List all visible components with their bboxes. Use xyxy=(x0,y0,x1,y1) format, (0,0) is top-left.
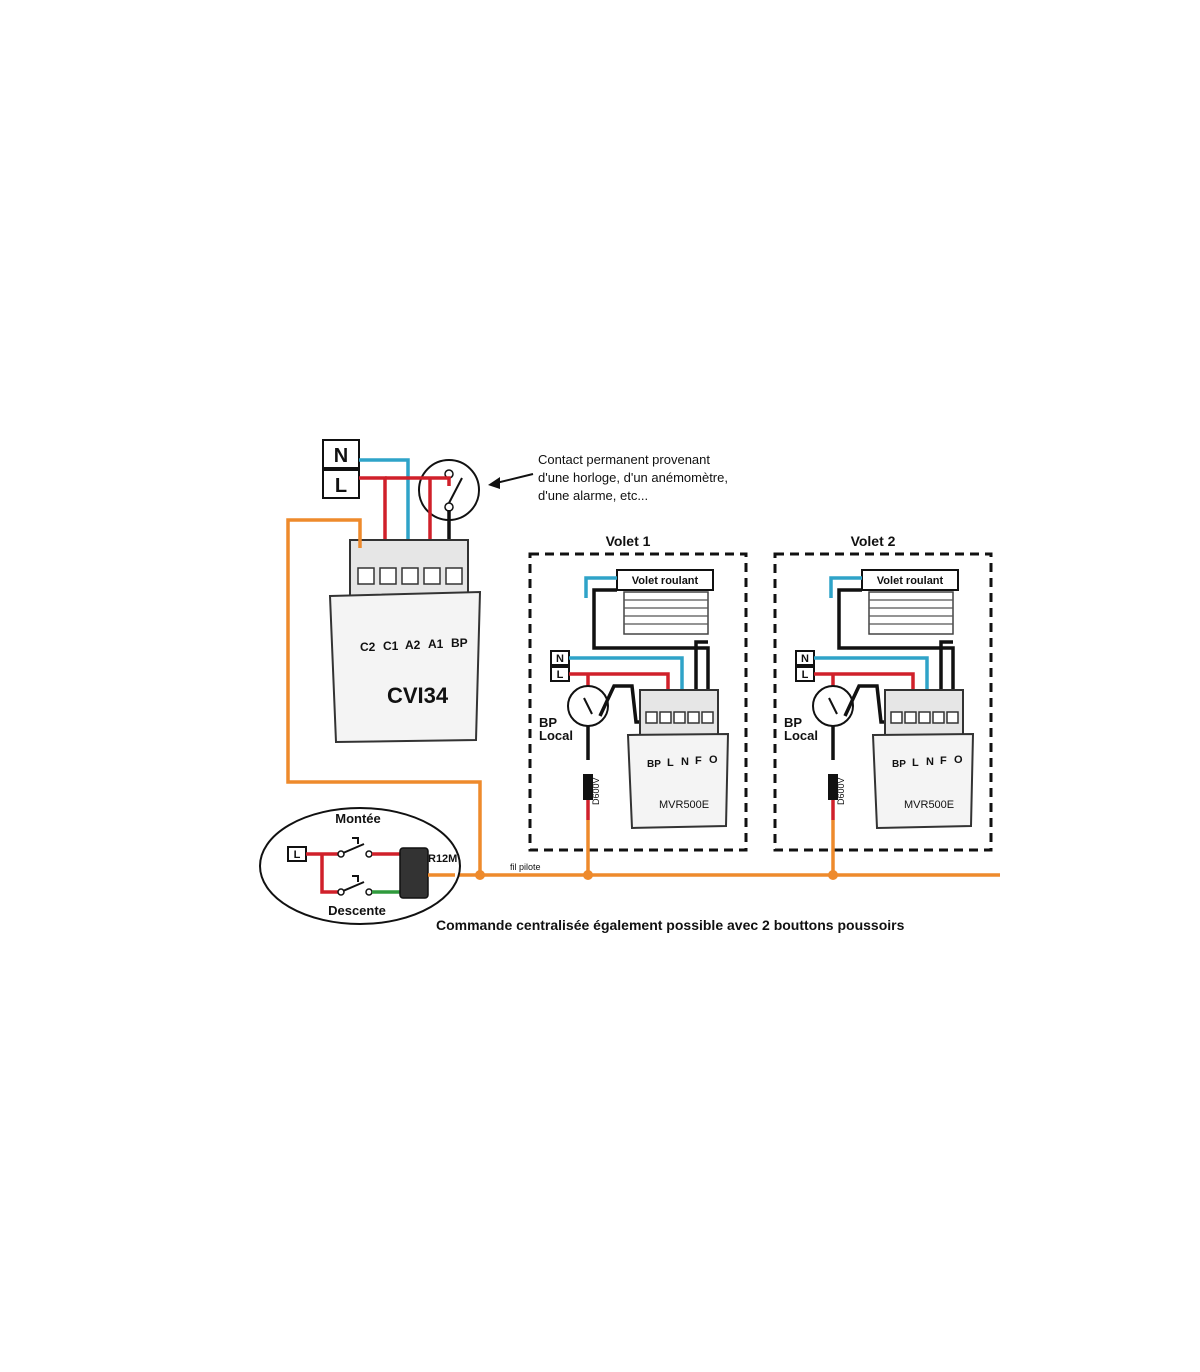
contact-note-line3: d'une alarme, etc... xyxy=(538,488,648,503)
volet-1-bp-label: BP xyxy=(539,715,557,730)
volet-2-module xyxy=(871,732,975,830)
neutral-label: N xyxy=(334,445,348,467)
volet-2-module-name: MVR500E xyxy=(904,799,954,811)
svg-text:L: L xyxy=(294,849,301,861)
svg-text:N: N xyxy=(801,653,809,665)
pilot-wire: fil pilote xyxy=(455,862,1000,880)
volet-2-bp-label: BP xyxy=(784,715,802,730)
remote-up-label: Montée xyxy=(335,811,381,826)
pilot-wire-label: fil pilote xyxy=(510,862,541,872)
cvi34-terminal-c2: C2 xyxy=(360,640,376,654)
cvi34-name: CVI34 xyxy=(387,683,449,708)
contact-note-line2: d'une horloge, d'un anémomètre, xyxy=(538,470,728,485)
svg-text:N: N xyxy=(926,756,934,768)
svg-text:BP: BP xyxy=(892,759,906,770)
volet-2-shutter xyxy=(868,591,954,635)
svg-text:BP: BP xyxy=(647,759,661,770)
cvi34-terminal-a1: A1 xyxy=(428,637,444,651)
volet-1-motor-label-box xyxy=(616,569,714,591)
remote-control: Montée Descente L R12M xyxy=(259,807,461,925)
volet-1-shutter xyxy=(623,591,709,635)
volet-1-diode-label: D600V xyxy=(591,777,601,805)
svg-text:O: O xyxy=(954,754,963,766)
volet-1-module-name: MVR500E xyxy=(659,799,709,811)
volet-2-diode xyxy=(828,774,838,800)
cvi34-module xyxy=(328,590,482,744)
r12m-module xyxy=(399,847,429,899)
svg-text:N: N xyxy=(556,653,564,665)
volet-2-title: Volet 2 xyxy=(851,533,896,549)
svg-text:F: F xyxy=(940,755,947,767)
svg-text:N: N xyxy=(681,756,689,768)
volet-2-diode-label: D600V xyxy=(836,777,846,805)
diagram-caption: Commande centralisée également possible … xyxy=(436,917,905,933)
cvi34-terminal-c1: C1 xyxy=(383,639,399,653)
control-wire xyxy=(286,518,482,875)
volet-1-motor-label: Volet roulant xyxy=(632,575,699,587)
volet-2-motor-label: Volet roulant xyxy=(877,575,944,587)
volet-1-frame xyxy=(528,552,748,852)
live-box xyxy=(322,469,360,499)
cvi34-section: N L Contact permanent provenant d'une ho… xyxy=(286,439,728,875)
remote-down-label: Descente xyxy=(328,903,386,918)
svg-text:L: L xyxy=(557,669,564,681)
volet-1-local-label: Local xyxy=(539,728,573,743)
neutral-box xyxy=(322,439,360,469)
volet-1-module xyxy=(626,732,730,830)
cvi34-terminal-bp: BP xyxy=(451,636,468,650)
volet-2-frame xyxy=(773,552,993,852)
volet-2-local-label: Local xyxy=(784,728,818,743)
svg-text:L: L xyxy=(912,757,919,769)
svg-text:O: O xyxy=(709,754,718,766)
volet-2: Volet 2 Volet roulant N L BP Local D600V xyxy=(773,533,993,875)
r12m-label: R12M xyxy=(428,853,457,865)
svg-text:F: F xyxy=(695,755,702,767)
svg-text:L: L xyxy=(667,757,674,769)
volet-1-title: Volet 1 xyxy=(606,533,651,549)
volet-1: Volet 1 Volet roulant N L BP Local D600V xyxy=(528,533,748,875)
svg-text:L: L xyxy=(802,669,809,681)
cvi34-terminal-a2: A2 xyxy=(405,638,421,652)
volet-1-diode xyxy=(583,774,593,800)
live-label: L xyxy=(335,475,347,497)
contact-note-line1: Contact permanent provenant xyxy=(538,452,710,467)
volet-2-motor-label-box xyxy=(861,569,959,591)
